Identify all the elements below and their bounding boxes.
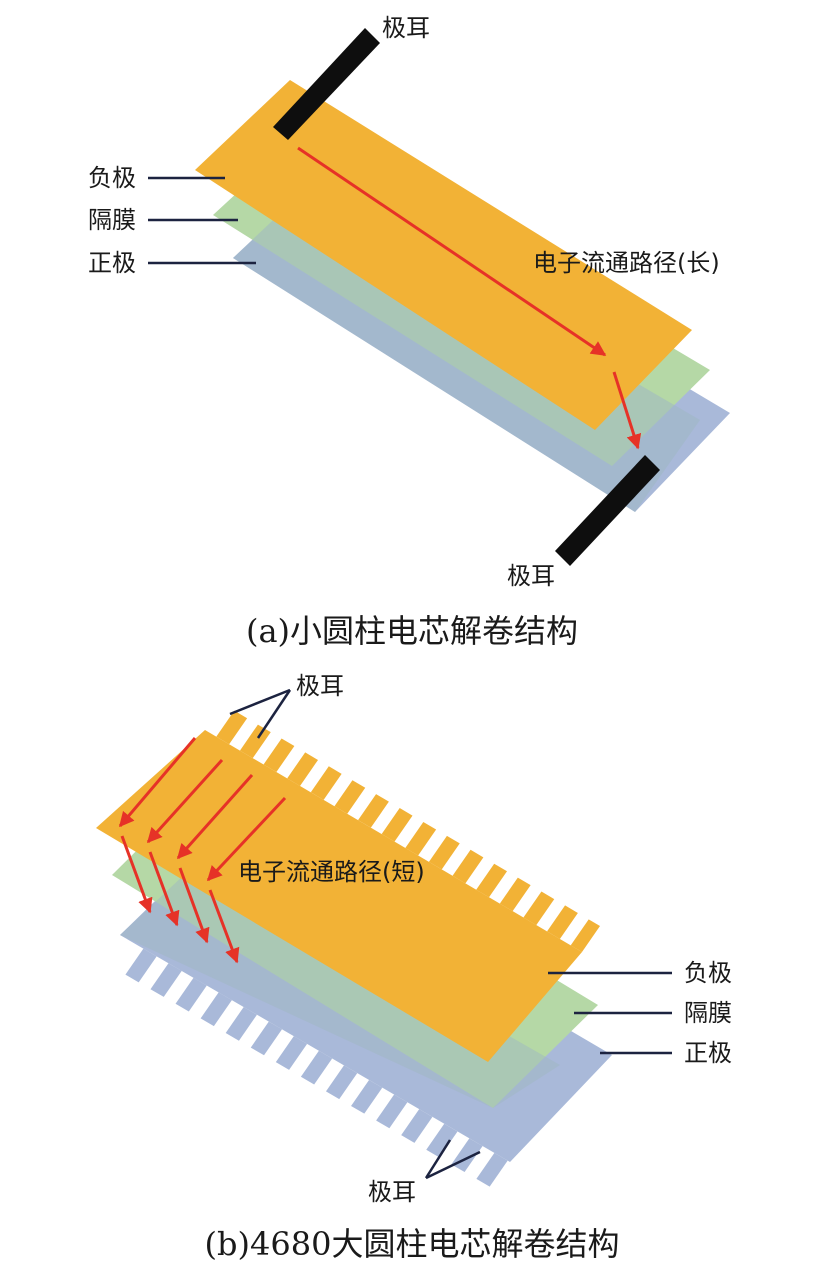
negative-label-a: 负极: [88, 164, 136, 192]
negative-tab: [547, 905, 578, 939]
leader-tab-bottom-b-1: [424, 1139, 452, 1179]
negative-label-b: 负极: [684, 959, 732, 987]
negative-sheet-a: [195, 80, 692, 430]
positive-label-a: 正极: [88, 249, 136, 277]
positive-tab: [250, 1021, 283, 1056]
positive-tab: [200, 992, 232, 1027]
positive-tab: [175, 977, 207, 1012]
negative-tabs-b: [216, 710, 600, 952]
tab-bottom-label-b: 极耳: [368, 1178, 416, 1206]
electron-path-arrow-b-diag: [118, 737, 197, 828]
positive-tab: [426, 1123, 458, 1158]
negative-tab: [570, 919, 600, 952]
positive-tab: [401, 1109, 433, 1143]
negative-tab: [499, 877, 531, 912]
negative-tab: [310, 766, 342, 800]
separator-overlap-b: [120, 860, 560, 1108]
positive-tab: [351, 1079, 383, 1114]
leader-tab-top-b-2: [256, 689, 292, 739]
separator-label-a: 隔膜: [88, 206, 136, 234]
positive-tab: [150, 963, 182, 997]
tab-top-label-b: 极耳: [296, 672, 344, 700]
electron-path-arrow-b-down: [178, 867, 210, 944]
electron-path-arrow-a-2: [612, 371, 642, 450]
negative-tab: [216, 710, 248, 745]
positive-tab: [451, 1138, 483, 1173]
negative-tab: [263, 738, 295, 773]
negative-tab: [358, 794, 389, 828]
negative-tab: [428, 835, 460, 870]
positive-tab: [125, 948, 157, 983]
negative-tab: [476, 863, 508, 898]
tab-bottom-label-a: 极耳: [507, 562, 555, 590]
tab-bottom-a: [555, 455, 660, 566]
positive-tab: [476, 1152, 508, 1187]
path-label-b: 电子流通路径(短): [238, 858, 425, 886]
electron-path-arrow-b-diag: [176, 774, 254, 860]
path-label-a: 电子流通路径(长): [533, 249, 720, 277]
electron-path-arrow-b-diag: [146, 758, 224, 844]
positive-tab: [376, 1094, 408, 1129]
electron-path-arrows-b: [118, 737, 287, 964]
negative-tab: [452, 849, 484, 884]
electron-path-arrow-b-down: [120, 835, 153, 914]
caption-a: (a)小圆柱电芯解卷结构: [246, 612, 578, 650]
electron-path-arrow-b-down: [148, 851, 180, 927]
separator-label-b: 隔膜: [684, 999, 732, 1027]
negative-tab: [334, 780, 366, 814]
negative-tab: [287, 752, 319, 786]
positive-tab: [275, 1036, 308, 1070]
positive-tab: [325, 1065, 358, 1100]
electron-path-arrow-b-down: [208, 889, 240, 964]
positive-tabs-b: [125, 948, 508, 1187]
caption-b: (b)4680大圆柱电芯解卷结构: [205, 1225, 620, 1263]
tab-top-label-a: 极耳: [382, 14, 430, 42]
panel-b: 极耳 电子流通路径(短) 负极 隔膜 正极 极耳 (b)4680大圆柱电芯解卷结…: [96, 672, 732, 1263]
positive-tab: [300, 1050, 333, 1085]
negative-tab: [381, 808, 413, 842]
leader-tab-top-b-1: [229, 688, 291, 716]
electron-path-arrow-a-1: [297, 146, 607, 357]
positive-tab: [225, 1006, 257, 1041]
leader-tab-bottom-b-2: [425, 1150, 481, 1180]
panel-a: 极耳 负极 隔膜 正极 电子流通路径(长) 极耳 (a)小圆柱电芯解卷结构: [88, 14, 730, 650]
negative-tab: [239, 724, 271, 759]
electron-path-arrow-b-diag: [206, 796, 287, 882]
negative-tab: [523, 891, 555, 926]
negative-tab: [405, 821, 437, 856]
positive-label-b: 正极: [684, 1039, 732, 1067]
tab-top-a: [273, 28, 380, 140]
